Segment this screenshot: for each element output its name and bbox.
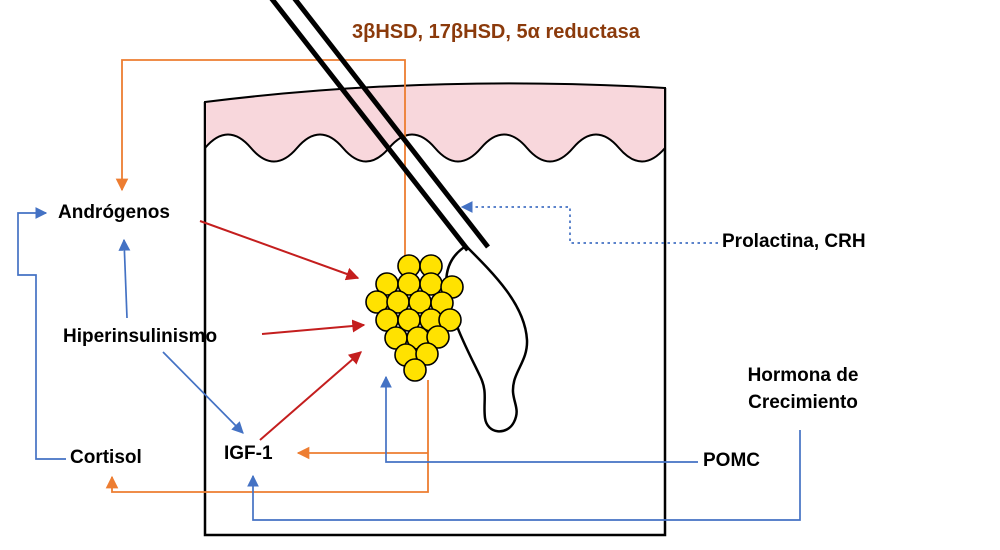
hair-shaft bbox=[269, 0, 490, 252]
arrow-prolactina-crh-to-follicle bbox=[460, 201, 718, 244]
orange-connectors bbox=[105, 59, 429, 493]
pomc-label: POMC bbox=[703, 450, 760, 471]
arrow-gland-to-cortisol bbox=[105, 380, 429, 493]
hormona-crecimiento-label: Hormona de Crecimiento bbox=[747, 365, 859, 413]
cortisol-label: Cortisol bbox=[70, 447, 142, 468]
enzymes-label: 3βHSD, 17βHSD, 5α reductasa bbox=[352, 21, 640, 43]
arrow-igf1-to-gland bbox=[259, 351, 362, 441]
hiperinsulinismo-label: Hiperinsulinismo bbox=[63, 326, 218, 347]
red-connectors bbox=[199, 220, 366, 441]
arrow-hiperinsulinismo-to-gland bbox=[261, 319, 366, 335]
arrow-gh-to-igf1 bbox=[247, 430, 801, 521]
arrow-hiperinsulinismo-to-androgens bbox=[118, 238, 131, 319]
igf1-label: IGF-1 bbox=[224, 443, 273, 464]
prolactina-crh-label: Prolactina, CRH bbox=[722, 231, 866, 252]
sebaceous-gland bbox=[365, 254, 464, 382]
arrow-gland-to-androgens bbox=[115, 59, 406, 300]
arrow-cortisol-to-androgens bbox=[17, 207, 66, 460]
arrow-hiperinsulinismo-to-igf1 bbox=[162, 351, 244, 434]
arrow-androgens-to-gland bbox=[199, 220, 360, 281]
epidermis-layer bbox=[204, 82, 666, 163]
androgens-label: Andrógenos bbox=[58, 202, 170, 223]
arrow-pomc-to-gland bbox=[380, 375, 698, 463]
blue-connectors bbox=[17, 201, 801, 521]
